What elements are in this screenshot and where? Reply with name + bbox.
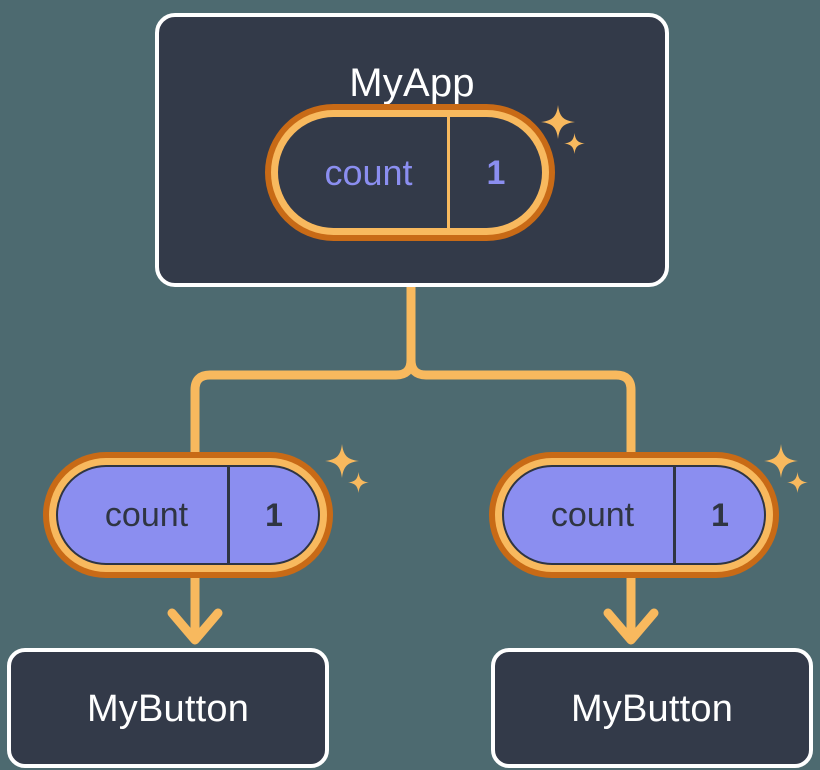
state-pill-ring: count 1	[271, 110, 549, 235]
arrow-right-head-icon	[603, 608, 659, 645]
state-pill-face: count 1	[56, 465, 320, 565]
state-pill-child-left[interactable]: count 1	[43, 452, 333, 578]
arrow-left-head-icon	[167, 608, 223, 645]
sparkle-icon-large	[764, 444, 798, 478]
state-name-child-left: count	[104, 496, 189, 534]
component-title-mybutton-left: MyButton	[86, 688, 250, 730]
state-value-child-right: 1	[673, 467, 764, 563]
state-value-child-left: 1	[227, 467, 318, 563]
state-pill-ring: count 1	[49, 458, 327, 572]
sparkle-icon-large	[325, 444, 359, 478]
component-card-mybutton-left[interactable]: MyButton	[7, 648, 329, 768]
state-value-root: 1	[447, 117, 542, 228]
component-title-myapp: MyApp	[349, 61, 475, 105]
state-name-child-right: count	[550, 496, 635, 534]
state-pill-root[interactable]: count 1	[265, 104, 555, 241]
state-pill-child-right[interactable]: count 1	[489, 452, 779, 578]
sparkle-icon-small	[787, 472, 808, 493]
connector-branch-right	[406, 282, 636, 457]
state-pill-ring: count 1	[495, 458, 773, 572]
component-card-mybutton-right[interactable]: MyButton	[491, 648, 813, 768]
state-pill-face: count 1	[278, 117, 542, 228]
connector-branch-left	[190, 282, 416, 457]
component-title-mybutton-right: MyButton	[570, 688, 734, 730]
state-name-root: count	[324, 151, 413, 193]
state-pill-face: count 1	[502, 465, 766, 565]
sparkle-icon-small	[348, 472, 369, 493]
